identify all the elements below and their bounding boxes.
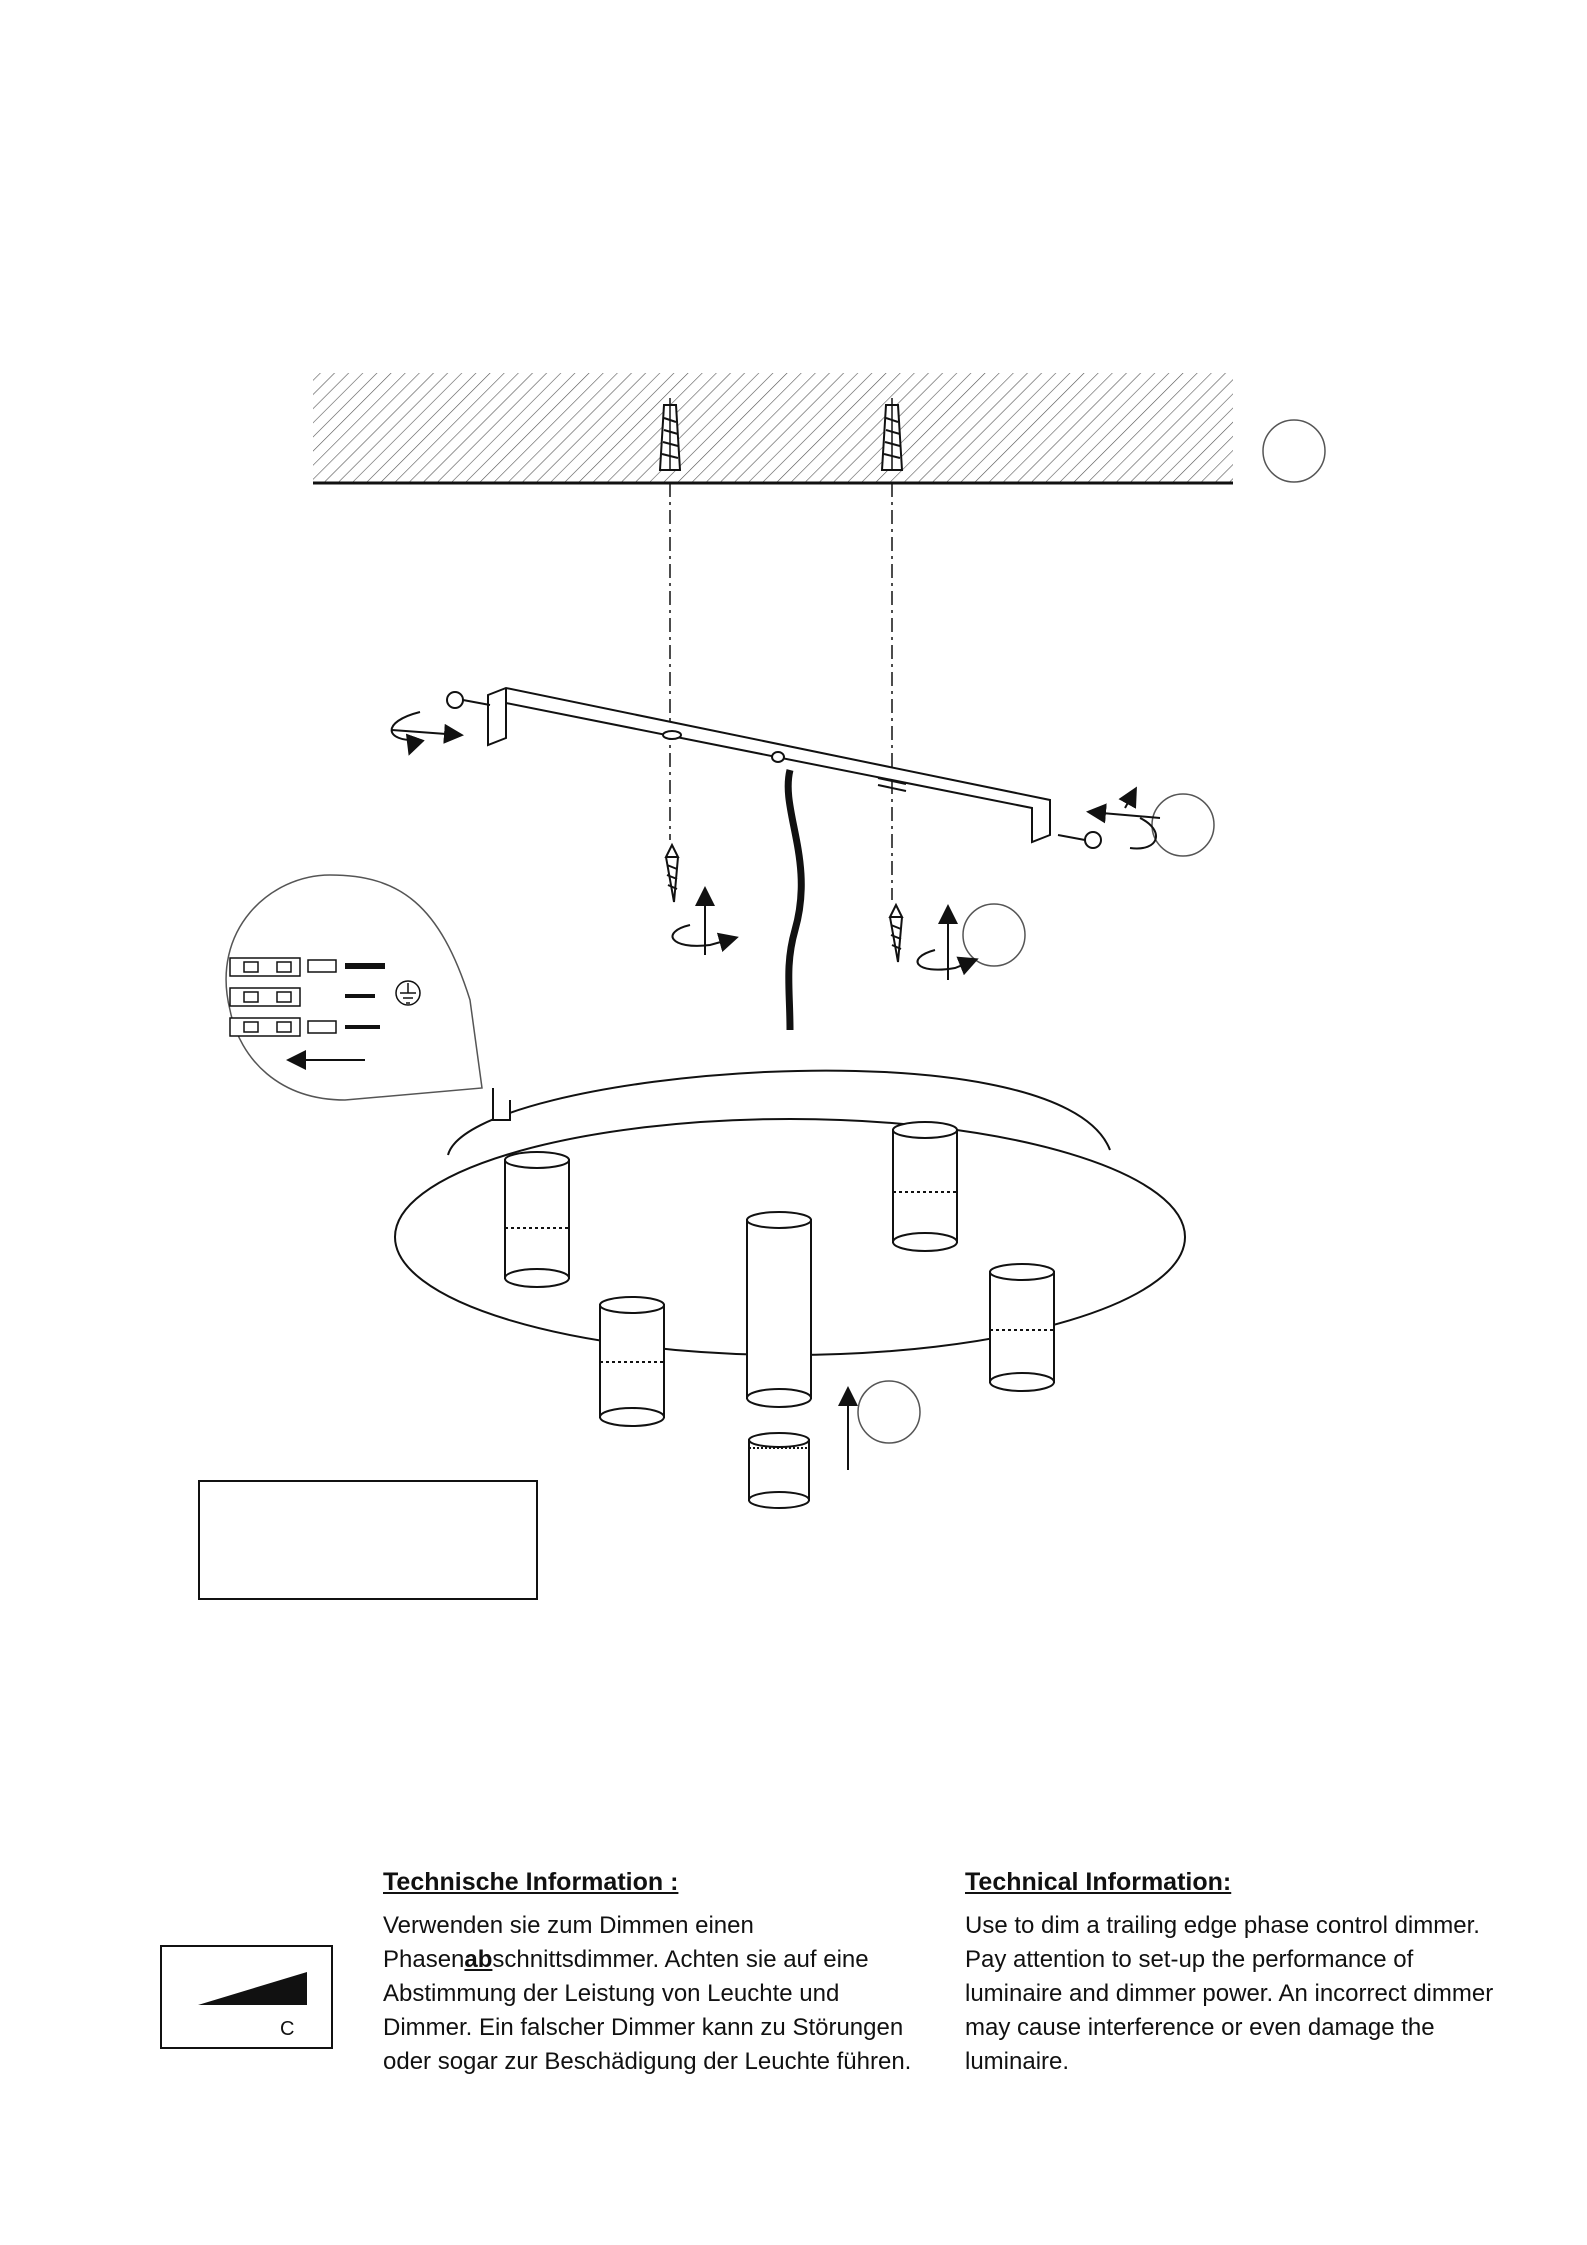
step-circle (962, 903, 1026, 967)
lamp-cap (748, 1432, 810, 1509)
spotlight-cylinder (746, 1211, 812, 1408)
terminal-block-icon (229, 957, 385, 1037)
spotlight-cylinder (599, 1296, 665, 1427)
terminal-callout (225, 874, 483, 1101)
wall-plug-icon (880, 398, 904, 471)
screw-icon (664, 842, 904, 963)
step-circle (1151, 793, 1215, 857)
earth-ground-icon (395, 980, 421, 1006)
rotation-arrow-icon (390, 711, 1161, 850)
spotlight-cylinder (892, 1121, 958, 1252)
german-text-start: Verwenden sie zum Dimmen einen Phasen (383, 1912, 754, 1973)
dimmer-letter: C (280, 2018, 295, 2040)
technical-info-english: Technical Information: Use to dim a trai… (965, 1865, 1505, 2079)
german-heading: Technische Information : (383, 1868, 679, 1896)
mounting-bracket (487, 686, 1051, 844)
english-text: Use to dim a trailing edge phase control… (965, 1912, 1494, 2075)
german-text: Verwenden sie zum Dimmen einen Phasenabs… (383, 1909, 923, 2079)
technical-info-german: Technische Information : Verwenden sie z… (383, 1865, 923, 2079)
dimmer-symbol-box: C (160, 1945, 333, 2049)
trailing-edge-dimmer-icon (198, 1972, 307, 2005)
screw-icon (446, 691, 1102, 849)
wall-plug-icon (658, 398, 682, 471)
assembly-diagram (225, 373, 1326, 1509)
step-circle (857, 1380, 921, 1444)
step-circle (1262, 419, 1326, 483)
spotlight-cylinder (989, 1263, 1055, 1392)
german-text-emphasis: ab (464, 1946, 493, 1973)
german-text-end: schnittsdimmer. Achten sie auf eine Abst… (383, 1946, 912, 2075)
spotlight-cylinder (504, 1151, 570, 1288)
rotation-arrow-icon (671, 886, 979, 980)
english-heading: Technical Information: (965, 1868, 1232, 1896)
label-box (198, 1480, 538, 1600)
ceiling-hatch (313, 373, 1233, 485)
